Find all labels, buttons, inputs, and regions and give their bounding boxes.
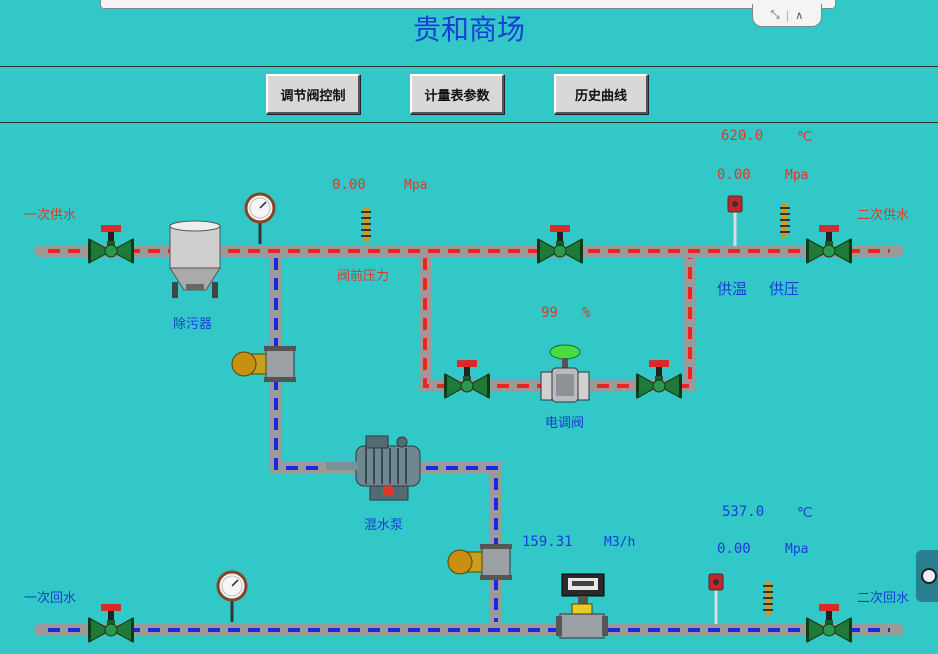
flow-value: 159.31: [522, 534, 573, 550]
label-filter: 除污器: [173, 317, 213, 332]
page-title: 贵和商场: [412, 13, 525, 46]
label-primary-supply: 一次供水: [24, 208, 77, 223]
meter-params-button[interactable]: 计量表参数: [410, 74, 504, 114]
valve-secondary-return: [805, 603, 853, 643]
mixing-pump: [326, 435, 421, 501]
supply-pressure-unit: Mpa: [785, 168, 809, 183]
flow-unit: M3/h: [604, 535, 636, 550]
return-temp-value: 537.0: [722, 504, 765, 520]
header-divider: [0, 66, 938, 67]
pressure-gauge-return: [216, 570, 248, 624]
supply-temp-unit: ℃: [797, 129, 813, 145]
chevron-up-icon[interactable]: ∧: [795, 8, 804, 22]
valve-primary-supply: [87, 224, 135, 264]
supply-pressure-value: 0.00: [717, 167, 751, 183]
valve-primary-return: [87, 603, 135, 643]
pressure-sensor-prevalve: [361, 208, 371, 242]
supply-temp-value: 620.0: [721, 128, 764, 144]
heat-meter: [556, 573, 608, 639]
temp-sensor-return: [707, 572, 725, 626]
prevalve-pressure-value: 0.00: [332, 177, 366, 193]
filter-tank: [169, 220, 221, 298]
prevalve-pressure-unit: Mpa: [404, 178, 428, 193]
label-mixing-pump: 混水泵: [364, 518, 404, 533]
return-pressure-unit: Mpa: [785, 542, 809, 557]
label-supply-temp: 供温: [717, 280, 748, 298]
flow-meter-lower: [447, 543, 513, 581]
temp-sensor-supply: [726, 194, 744, 248]
label-secondary-return: 二次回水: [857, 591, 910, 606]
side-panel-handle[interactable]: [916, 550, 938, 602]
return-temp-unit: ℃: [797, 505, 813, 521]
label-pre-valve-pressure: 阀前压力: [337, 269, 390, 284]
label-primary-return: 一次回水: [24, 591, 77, 606]
label-secondary-supply: 二次供水: [857, 208, 910, 223]
valve-supply-main: [536, 224, 584, 264]
valve-bypass-right: [635, 359, 683, 399]
label-control-valve: 电调阀: [545, 416, 585, 431]
electric-control-valve: [540, 344, 590, 403]
valve-opening-value: 99: [541, 305, 558, 321]
pressure-gauge-supply: [244, 192, 276, 246]
pressure-sensor-return: [763, 582, 773, 616]
valve-opening-unit: %: [582, 305, 591, 321]
valve-secondary-supply: [805, 224, 853, 264]
pressure-sensor-supply: [780, 204, 790, 238]
label-supply-pressure: 供压: [769, 280, 800, 298]
return-pressure-value: 0.00: [717, 541, 751, 557]
history-curve-button[interactable]: 历史曲线: [554, 74, 648, 114]
window-control-tab: ⤡ | ∧: [752, 4, 822, 27]
valve-bypass-left: [443, 359, 491, 399]
side-panel-icon: [921, 568, 937, 584]
control-valve-button[interactable]: 调节阀控制: [266, 74, 360, 114]
toolbar-divider: [0, 122, 938, 123]
top-bar: [100, 0, 836, 9]
flow-meter-upper: [231, 345, 297, 383]
restore-icon[interactable]: ⤡: [770, 8, 780, 21]
